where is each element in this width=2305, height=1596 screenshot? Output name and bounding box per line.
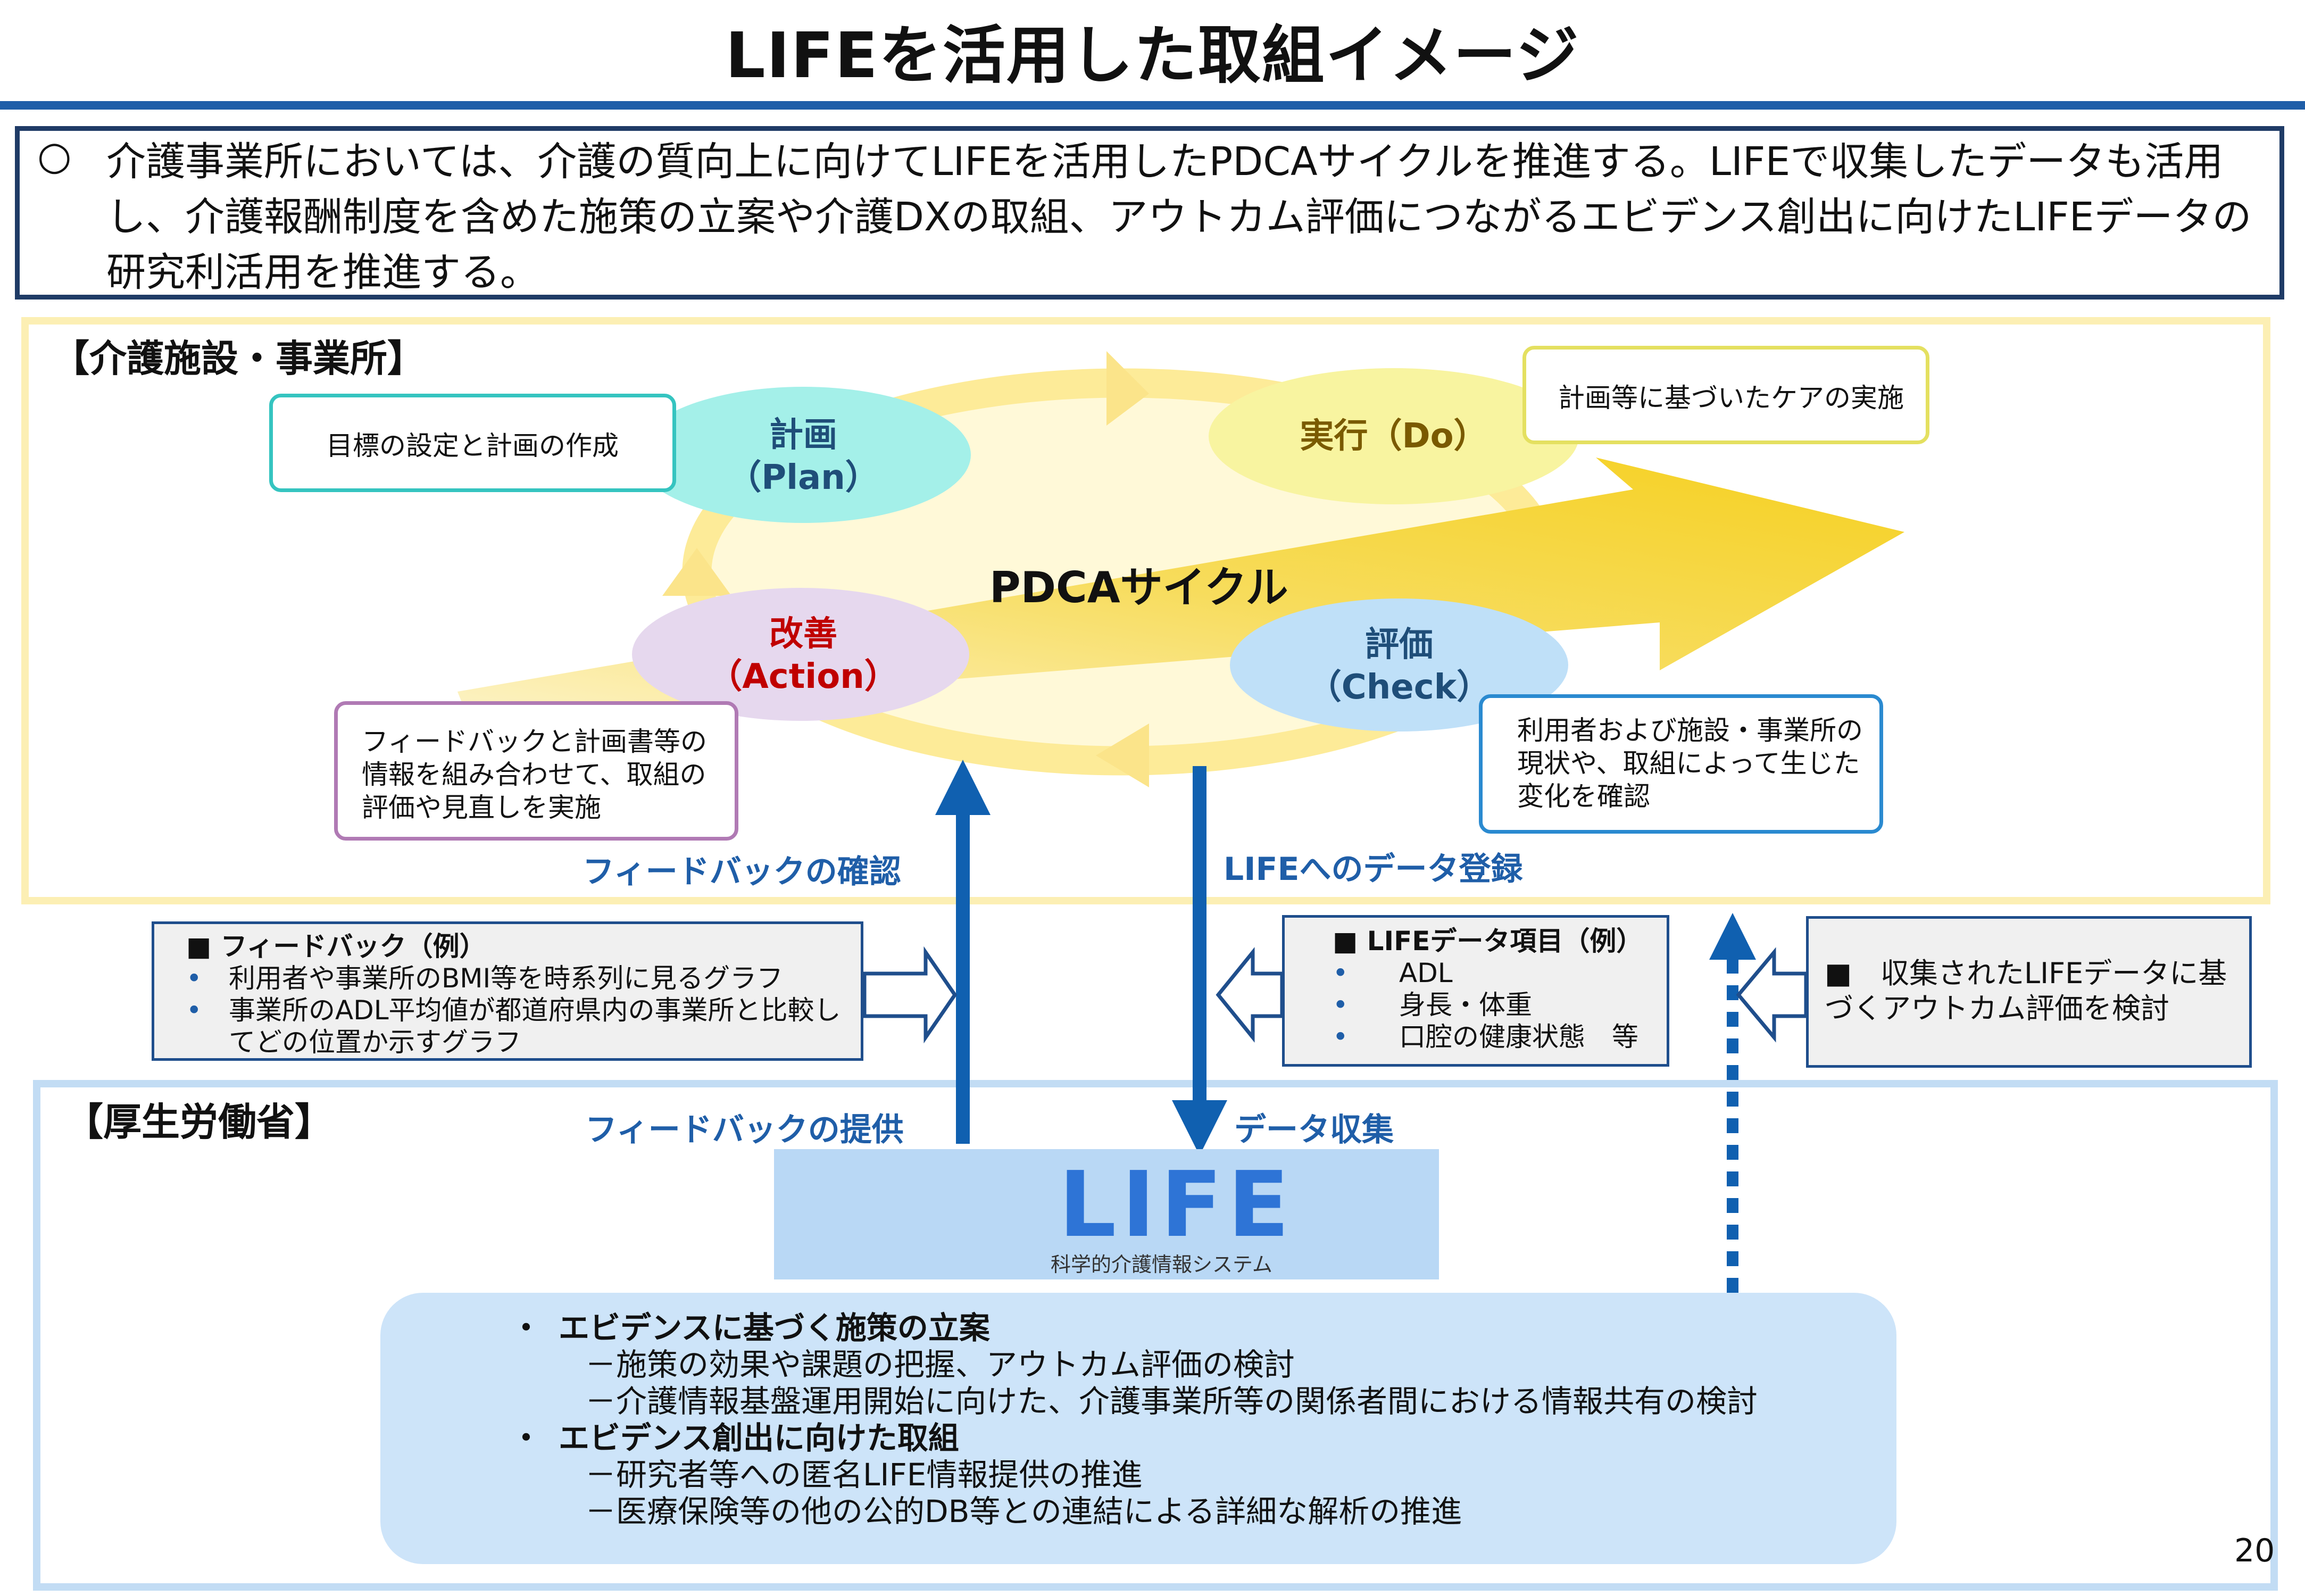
action-oval [632, 588, 969, 721]
data-item: • 口腔の健康状態 等 [1333, 1021, 1661, 1053]
page-title: LIFEを活用した取組イメージ [725, 19, 1580, 92]
data-item: • ADL [1333, 957, 1661, 989]
summary-text: 介護事業所においては、介護の質向上に向けてLIFEを活用したPDCAサイクルを推… [106, 139, 2252, 295]
life-panel [774, 1149, 1439, 1279]
action-en: （Action） [708, 657, 898, 696]
evidence-heading-text: エビデンス創出に向けた取組 [559, 1420, 959, 1456]
feedback-example-box: ■ フィードバック（例） • 利用者や事業所のBMI等を時系列に見るグラフ • 事業… [152, 921, 863, 1061]
plan-name: 計画 [769, 415, 837, 455]
feedback-item-text: 利用者や事業所のBMI等を時系列に見るグラフ [229, 963, 784, 994]
title-rule [0, 101, 2305, 110]
check-label: 評価 （Check） [1287, 624, 1511, 709]
evidence-sub: －施策の効果や課題の把握、アウトカム評価の検討 [585, 1346, 1295, 1383]
outcome-box-arrow [1736, 947, 1808, 1043]
outcome-box: ■ 収集されたLIFEデータに基づくアウトカム評価を検討 [1806, 916, 2252, 1068]
feedback-box-header: ■ フィードバック（例） [186, 931, 486, 962]
bullet-icon: ・ [511, 1310, 542, 1346]
plan-oval [636, 387, 971, 523]
action-callout: フィードバックと計画書等の情報を組み合わせて、取組の評価や見直しを実施 [334, 701, 738, 841]
evidence-sub: －介護情報基盤運用開始に向けた、介護事業所等の関係者間における情報共有の検討 [585, 1383, 1758, 1419]
evidence-heading: ・エビデンスに基づく施策の立案 [511, 1310, 1758, 1346]
bullet-icon: • [1333, 958, 1349, 988]
facility-label: 【介護施設・事業所】 [52, 337, 425, 380]
data-items-box-arrow [1216, 947, 1284, 1043]
bullet-icon: ・ [511, 1420, 542, 1456]
bullet-icon: • [186, 995, 202, 1026]
page-number: 20 [2234, 1532, 2275, 1569]
bullet-icon: • [1333, 990, 1349, 1020]
bullet-icon: • [1333, 1021, 1349, 1052]
plan-en: （Plan） [727, 458, 879, 497]
evidence-box [380, 1293, 1896, 1564]
evidence-text: ・エビデンスに基づく施策の立案 －施策の効果や課題の把握、アウトカム評価の検討 … [511, 1310, 1758, 1530]
feedback-item: • 利用者や事業所のBMI等を時系列に見るグラフ [186, 962, 850, 994]
data-items-header: ■ LIFEデータ項目（例） [1333, 926, 1643, 957]
check-en: （Check） [1307, 668, 1491, 707]
action-name: 改善 [769, 614, 837, 654]
mhlw-panel [33, 1080, 2278, 1591]
do-oval [1209, 368, 1579, 504]
evidence-heading: ・エビデンス創出に向けた取組 [511, 1420, 1758, 1457]
data-item-text: 口腔の健康状態 等 [1399, 1021, 1638, 1052]
feedback-provide-label: フィードバックの提供 [585, 1111, 904, 1149]
do-label: 実行（Do） [1300, 417, 1488, 456]
feedback-item-text: 事業所のADL平均値が都道府県内の事業所と比較してどの位置か示すグラフ [229, 995, 841, 1058]
data-item: • 身長・体重 [1333, 989, 1661, 1021]
summary-marker: ○ [37, 133, 72, 179]
data-register-label: LIFEへのデータ登録 [1224, 851, 1523, 888]
mhlw-label: 【厚生労働省】 [65, 1100, 334, 1144]
plan-label: 計画 （Plan） [692, 414, 915, 499]
cycle-arrow-top [1106, 351, 1149, 426]
plan-callout: 目標の設定と計画の作成 [269, 394, 676, 492]
life-logo: LIFE [1059, 1152, 1295, 1258]
cycle-arrow-left [662, 548, 731, 596]
summary-box [15, 126, 2284, 300]
evidence-sub: －医療保険等の他の公的DB等との連結による詳細な解析の推進 [585, 1493, 1462, 1530]
data-items-box: ■ LIFEデータ項目（例） • ADL • 身長・体重 • 口腔の健康状態 等 [1282, 915, 1669, 1067]
action-label: 改善 （Action） [692, 613, 915, 698]
feedback-item: • 事業所のADL平均値が都道府県内の事業所と比較してどの位置か示すグラフ [186, 994, 850, 1058]
data-item-text: 身長・体重 [1399, 990, 1532, 1020]
pdca-cycle-label: PDCAサイクル [989, 563, 1288, 612]
bullet-icon: • [186, 963, 202, 994]
data-item-text: ADL [1399, 958, 1453, 988]
feedback-box-arrow [862, 946, 958, 1044]
evidence-sub: －研究者等への匿名LIFE情報提供の推進 [585, 1457, 1143, 1493]
check-callout: 利用者および施設・事業所の現状や、取組によって生じた変化を確認 [1479, 694, 1883, 834]
do-callout: 計画等に基づいたケアの実施 [1522, 346, 1929, 444]
facility-panel [21, 317, 2270, 904]
check-name: 評価 [1365, 625, 1433, 664]
evidence-heading-text: エビデンスに基づく施策の立案 [559, 1310, 990, 1346]
feedback-check-label: フィードバックの確認 [583, 853, 901, 891]
cycle-arrow-bottom [1096, 724, 1149, 787]
life-subtitle: 科学的介護情報システム [1051, 1253, 1272, 1276]
data-collect-label: データ収集 [1234, 1111, 1394, 1149]
